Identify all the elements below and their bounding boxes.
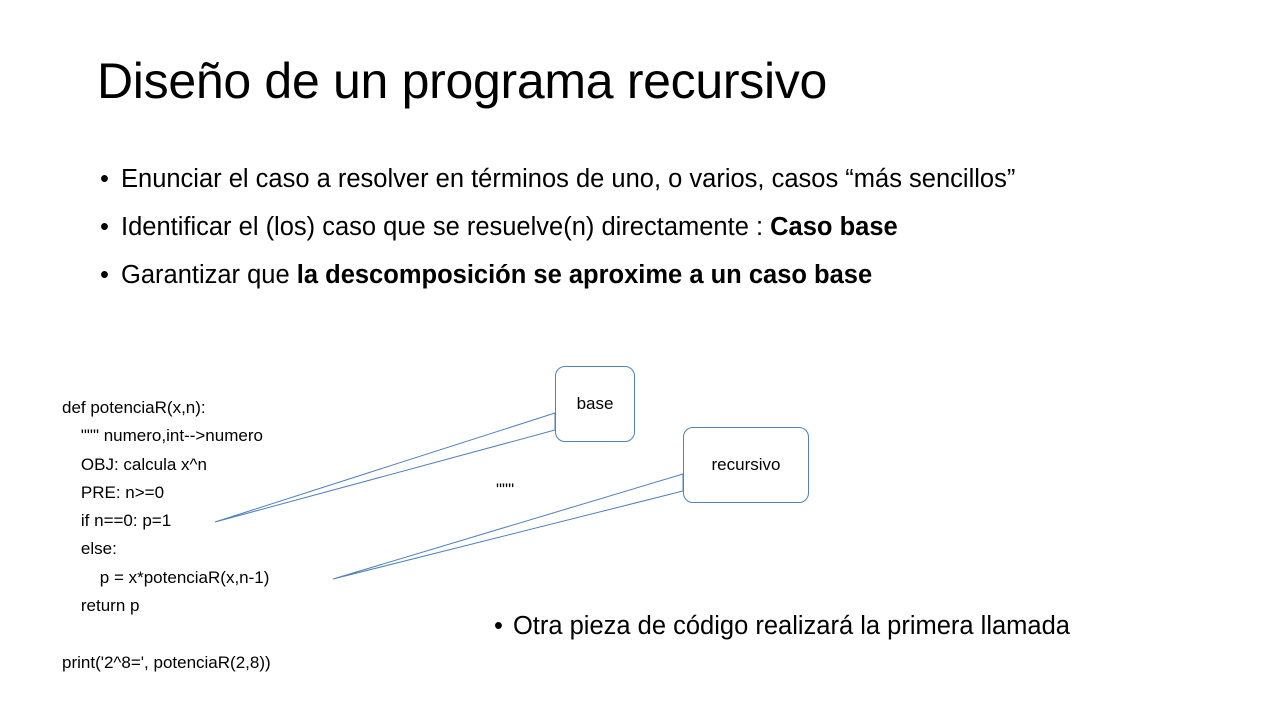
bullet-emphasis: la descomposición se aproxime a un caso … xyxy=(296,261,873,289)
callout-base: base xyxy=(555,366,635,442)
code-line: def potenciaR(x,n): xyxy=(62,398,206,417)
bullet-text: Garantizar que xyxy=(121,261,297,289)
bullet-text: Identificar el (los) caso que se resuelv… xyxy=(121,213,771,241)
code-line: if n==0: p=1 xyxy=(62,511,172,531)
bullet-marker: • xyxy=(100,165,109,193)
bullet-marker: • xyxy=(100,213,109,241)
bullet-item: • Enunciar el caso a resolver en términos… xyxy=(100,162,1260,196)
callout-recursive: recursivo xyxy=(683,427,809,503)
slide-title: Diseño de un programa recursivo xyxy=(97,53,827,109)
bottom-bullet: • Otra pieza de código realizará la prime… xyxy=(494,612,1070,641)
code-block: def potenciaR(x,n): """ numero,int-->num… xyxy=(62,394,271,677)
code-line: """ numero,int-->numero xyxy=(62,426,263,446)
code-line: PRE: n>=0 xyxy=(62,482,165,502)
bullet-marker: • xyxy=(100,261,109,289)
bullet-item: • Garantizar que la descomposición se apr… xyxy=(100,258,1260,292)
code-line: else: xyxy=(62,539,117,559)
code-line: return p xyxy=(62,596,140,616)
code-line: p = x*potenciaR(x,n-1) xyxy=(62,567,270,587)
bullet-marker: • xyxy=(494,612,503,640)
bullet-list: • Enunciar el caso a resolver en términos… xyxy=(100,162,1260,306)
bottom-bullet-text: Otra pieza de código realizará la primer… xyxy=(512,612,1070,640)
bullet-item: • Identificar el (los) caso que se resue… xyxy=(100,210,1260,244)
bullet-emphasis: Caso base xyxy=(770,213,898,241)
code-line: OBJ: calcula x^n xyxy=(62,454,207,474)
docstring-close: """ xyxy=(496,480,515,499)
callout-recursive-leader xyxy=(332,473,684,580)
code-line: print('2^8=', potenciaR(2,8)) xyxy=(62,652,271,672)
callout-base-leader xyxy=(214,412,556,523)
bullet-text: Enunciar el caso a resolver en términos … xyxy=(121,165,1016,193)
